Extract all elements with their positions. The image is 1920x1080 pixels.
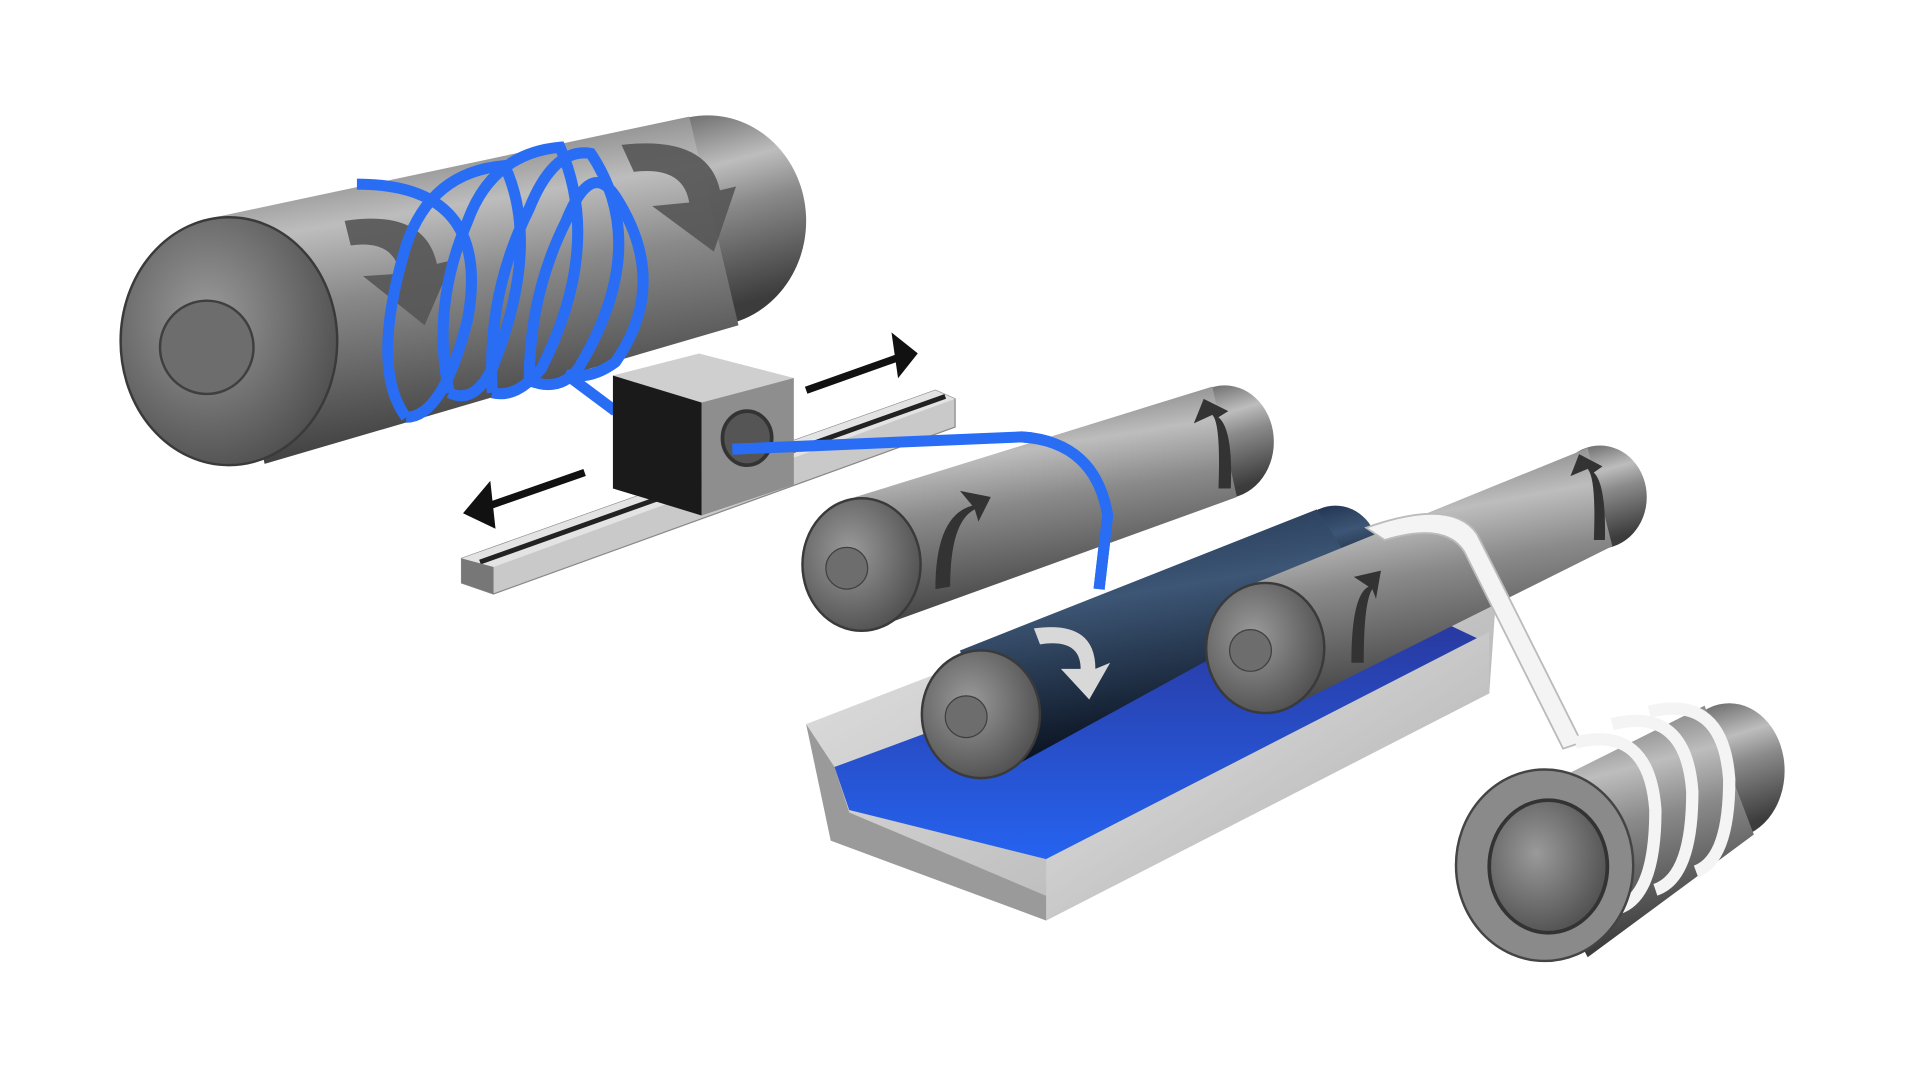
rotation-arrow-icon [1351, 570, 1381, 663]
fiber-winding [356, 141, 649, 423]
supply-drum [119, 115, 807, 467]
rotation-arrow-icon [935, 490, 991, 590]
take-off-roller [1204, 445, 1647, 715]
fiber-guide-block [612, 353, 794, 516]
rotation-arrow-icon [1033, 627, 1111, 700]
rotation-arrow-icon [621, 143, 736, 252]
rotation-arrow-icon [1193, 398, 1232, 489]
take-up-spool [1454, 702, 1785, 963]
direction-arrow-icon [463, 332, 918, 529]
guide-roller [801, 385, 1274, 633]
rotation-arrow-icon [1570, 454, 1606, 540]
coating-trough-front [806, 632, 1490, 921]
fiber-strand [1021, 431, 1114, 590]
rotation-arrow-icon [344, 218, 453, 326]
